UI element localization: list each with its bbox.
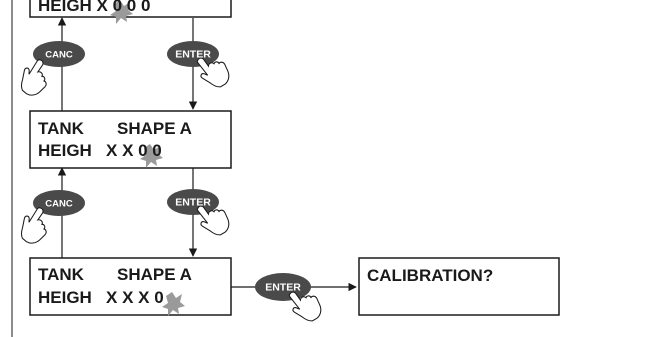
svg-text:ENTER: ENTER: [175, 197, 211, 209]
enter-button[interactable]: ENTER: [167, 189, 219, 215]
canc-button[interactable]: CANC: [33, 41, 85, 67]
svg-text:ENTER: ENTER: [175, 49, 211, 61]
calibration-prompt: CALIBRATION?: [367, 266, 493, 285]
svg-text:CANC: CANC: [45, 199, 73, 210]
display-line-2: HEIGH X 0 0 0: [38, 0, 150, 15]
svg-text:CANC: CANC: [45, 50, 73, 61]
calibration-display: CALIBRATION?: [358, 257, 560, 316]
canc-button[interactable]: CANC: [33, 190, 85, 216]
cursor-highlight: [162, 292, 185, 316]
display-line-2: HEIGH X X X 0: [38, 288, 164, 307]
display-line-1: TANK SHAPE A: [38, 265, 192, 284]
display-line-1: TANK SHAPE A: [38, 119, 192, 138]
lcd-display-3: TANK SHAPE A HEIGH X X X 0: [29, 257, 232, 316]
enter-button[interactable]: ENTER: [255, 273, 311, 301]
svg-text:ENTER: ENTER: [265, 282, 301, 294]
display-line-2: HEIGH X X 0 0: [38, 141, 162, 160]
lcd-display-2: TANK SHAPE A HEIGH X X 0 0: [29, 110, 232, 169]
top-display: HEIGH X 0 0 0: [29, 0, 232, 24]
enter-button[interactable]: ENTER: [167, 41, 219, 67]
cursor-highlight: [140, 144, 163, 168]
cursor-highlight: [110, 0, 133, 24]
